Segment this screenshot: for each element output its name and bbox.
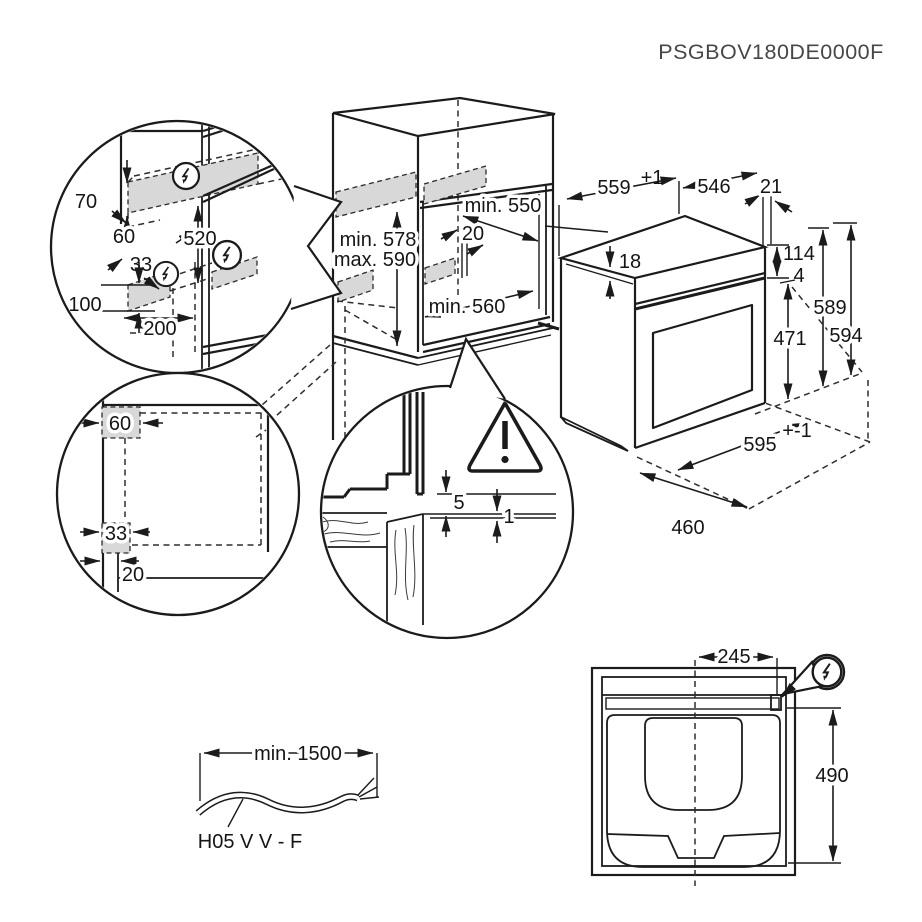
dim-595-tolerance: +-1 (782, 420, 811, 442)
zone-lower-right (211, 256, 258, 290)
electrical-connection-callout (779, 653, 846, 698)
connection-zone-lower-inner (424, 257, 456, 285)
dim-520-label: 520 (183, 228, 216, 250)
dim-60-label: 60 (113, 226, 135, 248)
dim-559-tolerance: +1 (641, 167, 664, 189)
dim-bl-33-label: 33 (105, 523, 127, 545)
cable-type-label: H05 V V - F (198, 831, 302, 853)
detail-pointer-wedge (448, 336, 506, 400)
dim-21-label: 21 (760, 176, 782, 198)
dim-niche-depth-label: min. 550 (465, 195, 542, 217)
dim-niche-height-max-label: max. 590 (334, 249, 416, 271)
warning-triangle-icon (467, 401, 543, 473)
connection-zone-upper-inner (423, 165, 487, 205)
detail-circle-rear-gap: 5 1 (319, 336, 575, 640)
dim-bl-60-label: 60 (109, 413, 131, 435)
dim-546-label: 546 (697, 176, 730, 198)
detail-pointer-wedge (290, 184, 343, 311)
dim-589-label: 589 (813, 297, 846, 319)
dim-490-label: 490 (815, 765, 848, 787)
dim-114-label: 114 (783, 243, 815, 265)
dim-18-label: 18 (619, 251, 641, 273)
oven-top-view: 245 490 (590, 643, 852, 886)
dim-245-label: 245 (717, 646, 750, 668)
dim-4-label: 4 (793, 265, 804, 287)
cabinet-isometric: min. 550 20 min. 578 max. 590 min. 560 (261, 96, 560, 440)
dim-33-label: 33 (130, 254, 152, 276)
dim-70-label: 70 (75, 191, 97, 213)
connection-zone-lower-wall (337, 269, 374, 303)
mains-connection-point (770, 694, 782, 711)
dim-gap-1-label: 1 (503, 506, 514, 528)
dim-471-label: 471 (773, 328, 806, 350)
oven-isometric: 559 +1 546 21 18 114 4 471 589 594 595 +… (544, 167, 871, 543)
connection-zone-upper-wall (335, 171, 417, 218)
wood-grain-boards (322, 512, 424, 625)
diagram-title: PSGBOV180DE0000F (658, 40, 884, 64)
power-cable: min. 1500 H05 V V - F (195, 740, 380, 853)
detail-circle-cutout: 60 33 20 (55, 371, 301, 617)
dim-460-label: 460 (671, 517, 704, 539)
dim-bl-20-label: 20 (122, 564, 144, 586)
dim-595-label: 595 (743, 434, 776, 456)
dim-cable-length-label: min. 1500 (254, 743, 342, 765)
zone-33 (101, 522, 131, 554)
zone-60 (101, 406, 141, 439)
dim-559-label: 559 (597, 177, 630, 199)
dim-rear-gap-label: 20 (462, 223, 484, 245)
dim-100-label: 100 (68, 294, 101, 316)
dim-594-label: 594 (829, 325, 862, 347)
detail-circle-wall-zones: 70 60 520 33 100 200 (49, 119, 343, 375)
dim-gap-5-label: 5 (453, 492, 464, 514)
dim-niche-height-min-label: min. 578 (340, 229, 417, 251)
dim-200-label: 200 (143, 318, 176, 340)
dim-niche-width-label: min. 560 (429, 296, 506, 318)
oven-base-strip (560, 416, 629, 452)
